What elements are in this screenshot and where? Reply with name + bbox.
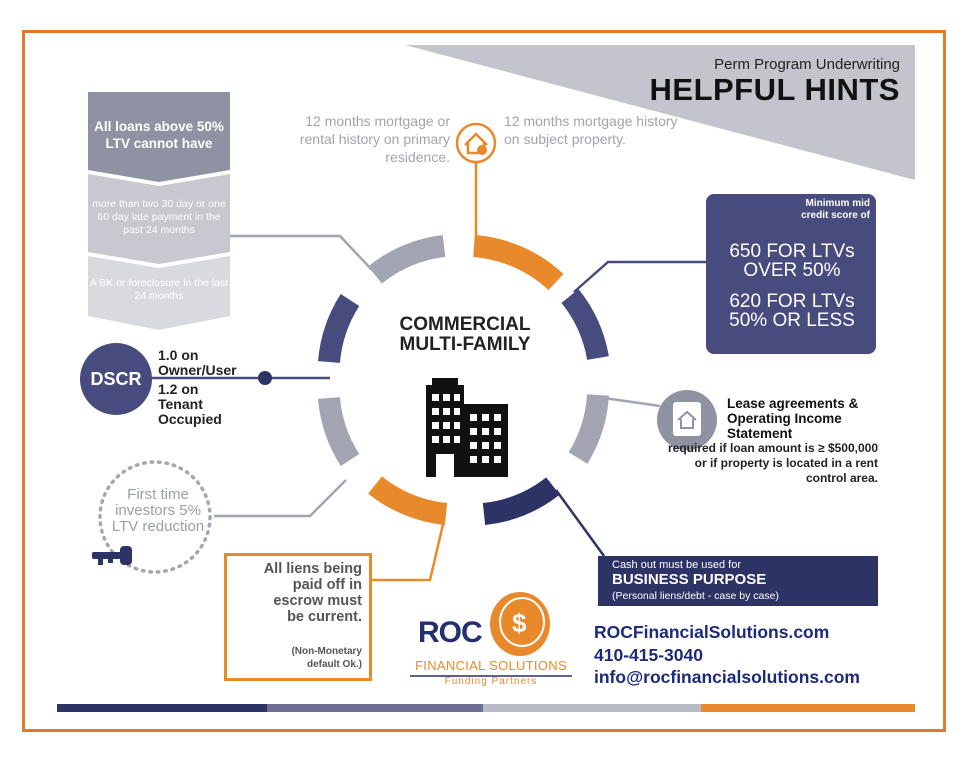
- ring-segment-left-lower: [318, 396, 360, 466]
- logo-subtagline: Funding Partners: [444, 676, 538, 687]
- investors-dotted-ring: [98, 460, 212, 574]
- mortgage-primary-text: 12 months mortgage or rental history on …: [299, 113, 450, 165]
- center-title-line2: MULTI-FAMILY: [399, 334, 531, 355]
- cash-out-line3: (Personal liens/debt - case by case): [612, 590, 779, 602]
- center-title: COMMERCIAL MULTI-FAMILY: [370, 315, 560, 355]
- bottom-bar-gray: [483, 704, 701, 712]
- dscr-tenant-label-2: Occupied: [158, 411, 222, 427]
- connector-cashout: [554, 489, 606, 557]
- document-house-icon: [657, 390, 717, 450]
- ring-segment-top-orange: [472, 235, 564, 291]
- roc-logo-coin: $: [490, 592, 550, 656]
- connector-lines: [152, 160, 706, 582]
- connector-ltv: [230, 234, 373, 271]
- ring-segment-right-upper: [561, 289, 609, 361]
- lease-body: required if loan amount is ≥ $500,000 or…: [668, 441, 878, 485]
- ring-segment-left-upper: [318, 294, 360, 364]
- header-title: HELPFUL HINTS: [649, 72, 900, 107]
- bottom-bar-navy: [57, 704, 267, 712]
- dscr-tenant-label: Tenant: [158, 396, 203, 412]
- outer-frame: [22, 30, 946, 732]
- cash-out-banner: [598, 556, 878, 606]
- ltv-item-late-payment: more than two 30 day or one 60 day late …: [92, 198, 226, 236]
- dscr-tenant-occupied: 1.2 on Tenant Occupied: [158, 382, 222, 427]
- ring-segment-bottom-right: [482, 477, 560, 525]
- ring-segment-right-middle: [568, 394, 609, 464]
- liens-box: [224, 553, 372, 681]
- ring-segment-top-gray: [368, 235, 446, 284]
- header-subtitle: Perm Program Underwriting: [714, 56, 900, 73]
- svg-text:$: $: [512, 608, 527, 638]
- mortgage-subject-text: 12 months mortgage history on subject pr…: [504, 113, 678, 147]
- dscr-dot: [258, 371, 272, 385]
- dscr-tenant-value: 1.2 on: [158, 381, 199, 397]
- dscr-owner-value: 1.0 on: [158, 347, 199, 363]
- dscr-owner-user: 1.0 on Owner/User: [158, 348, 237, 378]
- cash-out-line1: Cash out must be used for: [612, 559, 742, 571]
- house-check-icon: [455, 122, 497, 164]
- ltv-item-bk-foreclosure: A BK or foreclosure in the last 24 month…: [89, 277, 229, 302]
- lease-heading: Lease agreements & Operating Income Stat…: [727, 396, 859, 441]
- credit-score-label: Minimum mid credit score of: [801, 198, 870, 221]
- ltv-panel-item-b: [88, 256, 230, 330]
- key-icon: [92, 546, 132, 565]
- logo-name: ROC: [418, 616, 483, 649]
- contact-website[interactable]: ROCFinancialSolutions.com: [594, 622, 830, 642]
- center-title-line1: COMMERCIAL: [399, 314, 531, 335]
- connector-credit: [573, 260, 706, 293]
- contact-email[interactable]: info@rocfinancialsolutions.com: [594, 667, 860, 687]
- contact-phone[interactable]: 410-415-3040: [594, 645, 703, 665]
- connector-liens: [372, 519, 446, 582]
- ltv-heading: All loans above 50% LTV cannot have: [94, 119, 224, 151]
- connector-lease: [603, 396, 661, 408]
- liens-text: All liens being paid off in escrow must …: [263, 561, 362, 625]
- dscr-badge: DSCR: [80, 343, 152, 415]
- bottom-bar-orange: [701, 704, 915, 712]
- connector-investors: [214, 479, 347, 518]
- ltv-panel-item-a: [88, 174, 230, 264]
- bottom-bar-slate: [267, 704, 483, 712]
- logo-tagline: FINANCIAL SOLUTIONS: [415, 658, 567, 673]
- building-icon: [426, 378, 508, 477]
- investors-text: First time investors 5% LTV reduction: [111, 486, 205, 535]
- credit-score-box: [706, 194, 876, 354]
- liens-note: (Non-Monetary default Ok.): [291, 646, 362, 670]
- ltv-panel-head: [88, 92, 230, 182]
- credit-score-over-50: 650 FOR LTVs OVER 50%: [729, 241, 855, 281]
- header-triangle: [405, 45, 915, 180]
- credit-score-50-or-less: 620 FOR LTVs 50% OR LESS: [729, 291, 855, 331]
- center-ring: [318, 235, 609, 525]
- dscr-owner-label: Owner/User: [158, 362, 237, 378]
- cash-out-line2: BUSINESS PURPOSE: [612, 571, 767, 588]
- ring-segment-bottom-orange: [368, 476, 448, 525]
